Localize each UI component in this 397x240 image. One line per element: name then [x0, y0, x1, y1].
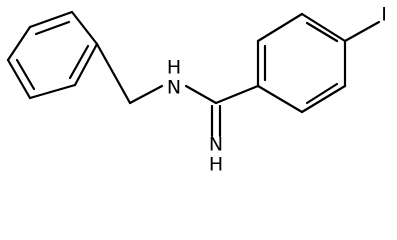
ring2-double-bond-inner — [305, 21, 339, 43]
ch2-to-nh-bond — [128, 84, 164, 105]
amine-h-label: H — [167, 57, 181, 79]
ring2-bond — [256, 84, 304, 114]
iodophenyl-ring — [256, 12, 381, 114]
ring2-double-bond-inner — [305, 82, 339, 105]
ring1-double-bond-inner — [15, 58, 36, 91]
benzyl-ring — [6, 10, 99, 100]
ring1-bond — [73, 42, 99, 87]
imine-n-label: N — [209, 134, 223, 156]
ring1-bond — [28, 10, 74, 29]
ring2-bond — [300, 84, 347, 114]
ring1-double-bond-inner — [34, 20, 71, 36]
ring1-bond — [70, 10, 99, 46]
amine-n-label: N — [167, 77, 181, 99]
ring1-bond — [6, 58, 32, 100]
molecule-canvas: H N N H I — [6, 3, 387, 176]
structural-formula: H N N H I — [6, 4, 387, 176]
amidine-c-to-ring-bond — [214, 84, 260, 105]
ring1-bond — [6, 25, 32, 62]
imine-h-label: H — [209, 154, 223, 176]
amine-label: H N — [167, 57, 181, 99]
linker-bonds — [95, 42, 260, 138]
nh-to-amidine-c-bond — [184, 84, 218, 105]
ring2-bond — [300, 12, 347, 43]
ring1-bond — [28, 83, 77, 100]
c-i-bond — [343, 20, 381, 43]
imine-label: N H — [209, 134, 223, 176]
ring2-bond — [256, 12, 304, 43]
iodine-label: I — [381, 4, 387, 26]
ring-to-ch2-bond — [95, 42, 132, 105]
ring1-double-bond-inner — [68, 44, 90, 80]
